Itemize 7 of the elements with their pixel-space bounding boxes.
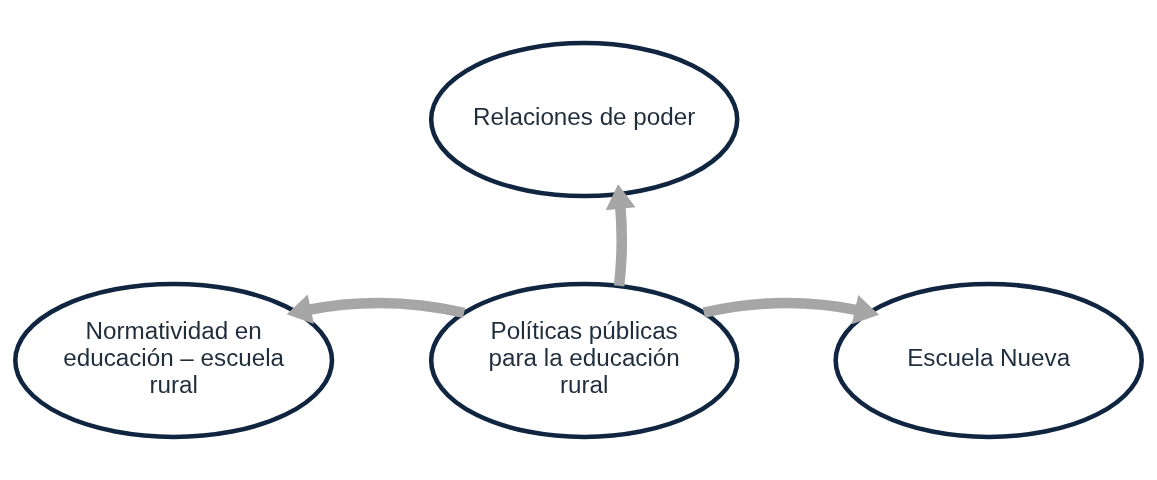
node-ellipse: Relaciones de poder <box>428 40 740 199</box>
node-ellipse: Normatividad en educación – escuela rural <box>13 281 335 440</box>
arrow <box>605 184 636 287</box>
arrow <box>702 294 879 325</box>
node-ellipse: Políticas públicas para la educación rural <box>428 281 740 440</box>
arrow <box>286 294 466 324</box>
node-ellipse: Escuela Nueva <box>833 281 1144 440</box>
